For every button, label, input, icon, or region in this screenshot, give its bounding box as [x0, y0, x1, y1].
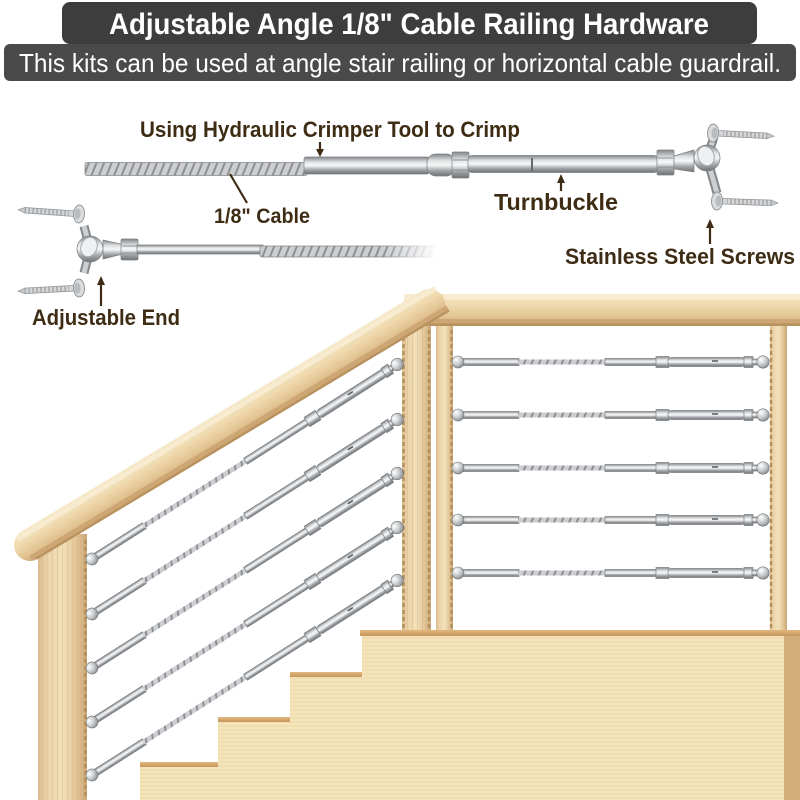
- turnbuckle-barrel: [467, 155, 659, 173]
- threaded-stud: [136, 244, 264, 255]
- swage-coupler: [426, 153, 456, 177]
- stainless-screw-top-left: [17, 200, 86, 224]
- header: Adjustable Angle 1/8" Cable Railing Hard…: [4, 2, 796, 81]
- horizontal-cable: [451, 513, 770, 527]
- stainless-screw-top-right: [706, 123, 775, 146]
- stainless-screw-bottom-left: [17, 278, 86, 301]
- cable-illustration: [84, 162, 308, 176]
- stair-railing-scene: [14, 286, 800, 800]
- taper-fitting: [102, 239, 124, 260]
- subtitle-banner: [4, 44, 796, 81]
- diagonal-cable: [82, 410, 407, 624]
- guardrail-left-post: [436, 326, 453, 631]
- stair-handrail: [14, 286, 450, 561]
- pointer-cable: [229, 173, 248, 204]
- landing-edge: [360, 630, 800, 636]
- top-rail: [404, 294, 800, 326]
- label-crimp: Using Hydraulic Crimper Tool to Crimp: [140, 117, 520, 142]
- horizontal-cable: [451, 408, 770, 422]
- header-subtitle: This kits can be used at angle stair rai…: [19, 48, 781, 78]
- horizontal-cables: [451, 355, 770, 580]
- hardware-diagram: Using Hydraulic Crimper Tool to Crimp 1/…: [17, 117, 795, 330]
- adjustable-end-right: [693, 123, 779, 213]
- header-title: Adjustable Angle 1/8" Cable Railing Hard…: [109, 8, 709, 41]
- cable-turnbuckle-assembly: [84, 149, 695, 179]
- label-cable: 1/8" Cable: [214, 205, 310, 228]
- horizontal-cable: [451, 461, 770, 475]
- hex-nut: [451, 151, 470, 179]
- title-banner: [62, 2, 757, 44]
- hex-lock-nut: [656, 149, 675, 176]
- crimp-sleeve: [303, 156, 430, 175]
- diagram-labels: Using Hydraulic Crimper Tool to Crimp 1/…: [32, 117, 795, 330]
- hex-nut: [120, 238, 139, 261]
- step-edge: [218, 717, 290, 722]
- landing-side-shade: [784, 636, 800, 800]
- step-edge: [140, 762, 218, 767]
- horizontal-cable: [451, 566, 770, 580]
- callout-arrows: [97, 142, 714, 306]
- label-turnbuckle: Turnbuckle: [494, 189, 618, 215]
- guardrail-right-post: [770, 326, 787, 631]
- railing-posts: [38, 326, 787, 800]
- cable-fade: [383, 243, 437, 260]
- diagonal-cable: [82, 355, 407, 569]
- label-screws: Stainless Steel Screws: [565, 244, 795, 269]
- step-edge: [290, 672, 362, 677]
- horizontal-cable: [451, 355, 770, 369]
- stainless-screw-bottom-right: [710, 191, 779, 213]
- staircase: [140, 630, 800, 800]
- label-adjustable-end: Adjustable End: [32, 305, 180, 330]
- taper-fitting: [673, 149, 695, 173]
- adjustable-end-left: [17, 200, 437, 301]
